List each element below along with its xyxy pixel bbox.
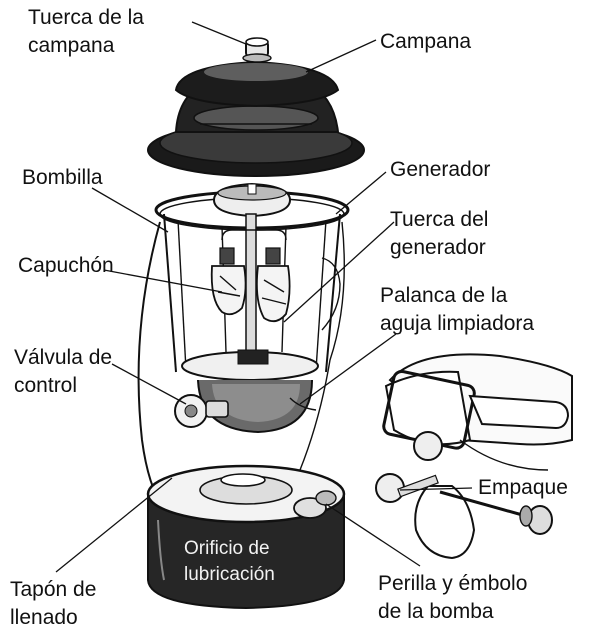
label-bombilla: Bombilla — [22, 166, 103, 189]
label-tapon-1: Tapón de — [10, 578, 96, 601]
label-orificio-1: Orificio de — [184, 538, 270, 559]
label-orificio-2: lubricación — [184, 564, 275, 585]
label-capuchon: Capuchón — [18, 254, 114, 277]
label-generador: Generador — [390, 158, 490, 181]
label-perilla-1: Perilla y émbolo — [378, 572, 527, 595]
label-palanca-1: Palanca de la — [380, 284, 508, 307]
label-tuerca-campana-1: Tuerca de la — [28, 6, 144, 29]
label-tapon-2: llenado — [10, 606, 78, 629]
label-campana: Campana — [380, 30, 471, 53]
pump-knob-on-tank — [293, 490, 337, 519]
burner-bowl — [181, 349, 319, 434]
mantle-right — [255, 247, 291, 323]
label-tuerca-generador-2: generador — [390, 236, 486, 259]
bell-cap — [147, 60, 365, 177]
label-perilla-2: de la bomba — [378, 600, 494, 623]
label-valvula-2: control — [14, 374, 77, 397]
label-tuerca-generador-1: Tuerca del — [390, 208, 488, 231]
labels: Tuerca de la campana Campana Bombilla Ge… — [10, 6, 568, 629]
label-tuerca-campana-2: campana — [28, 34, 115, 57]
label-empaque: Empaque — [478, 476, 568, 499]
mantle-left — [210, 247, 247, 316]
label-valvula-1: Válvula de — [14, 346, 112, 369]
fuel-tank — [146, 464, 346, 610]
label-palanca-2: aguja limpiadora — [380, 312, 534, 335]
pump-hand-inset — [375, 353, 573, 560]
bell-nut — [242, 37, 272, 63]
leader-lines — [55, 21, 473, 573]
